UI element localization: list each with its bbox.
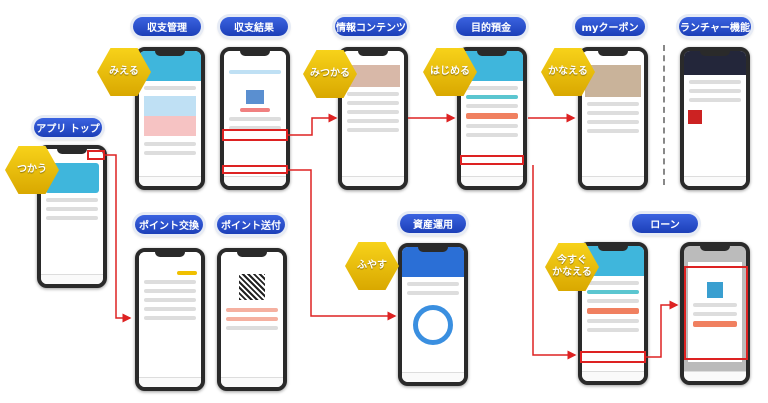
phone-point-send: [217, 248, 287, 391]
highlight-info-link: [222, 129, 288, 141]
label-goal-savings: 目的預金: [456, 17, 526, 36]
phone-balance-mgmt: [135, 47, 205, 190]
label-launcher: ランチャー機能: [679, 17, 751, 36]
label-balance-result: 収支結果: [220, 17, 288, 36]
badge-hajimeru: はじめる: [423, 48, 477, 96]
badge-mieru: みえる: [97, 48, 151, 96]
label-point-send: ポイント送付: [217, 215, 285, 234]
phone-launcher: [680, 47, 750, 190]
badge-mitsukaru: みつかる: [303, 50, 357, 98]
label-loan: ローン: [632, 214, 698, 233]
arrow-to-loan-savings: [532, 165, 577, 360]
badge-tsukau: つかう: [5, 146, 59, 194]
label-info-content: 情報コンテンツ: [335, 17, 407, 36]
label-my-coupon: myクーポン: [575, 17, 645, 36]
highlight-loan-link: [580, 351, 646, 363]
label-balance-mgmt: 収支管理: [133, 17, 201, 36]
badge-imasugu-kanaeru: 今すぐ かなえる: [545, 243, 599, 291]
label-asset-mgmt: 資産運用: [400, 214, 466, 233]
arrow-to-asset-mgmt: [288, 169, 397, 321]
badge-fuyasu: ふやす: [345, 242, 399, 290]
phone-asset-mgmt: [398, 243, 468, 386]
qr-code-icon: [239, 274, 265, 300]
phone-loan: [680, 242, 750, 385]
highlight-point-icon: [87, 150, 105, 160]
arrow-to-point-exchange: [105, 154, 132, 323]
badge-kanaeru: かなえる: [541, 48, 595, 96]
arrow-to-info-content: [288, 113, 338, 136]
divider-line: [663, 45, 665, 185]
label-app-top: アプリ トップ: [34, 118, 102, 137]
arrow-to-loan: [646, 300, 679, 358]
highlight-loan-dialog: [684, 266, 748, 360]
label-point-exchange: ポイント交換: [135, 215, 203, 234]
phone-point-exchange: [135, 248, 205, 391]
highlight-asset-link: [222, 165, 288, 174]
phone-app-top: [37, 145, 107, 288]
highlight-coupon-link: [460, 155, 524, 165]
